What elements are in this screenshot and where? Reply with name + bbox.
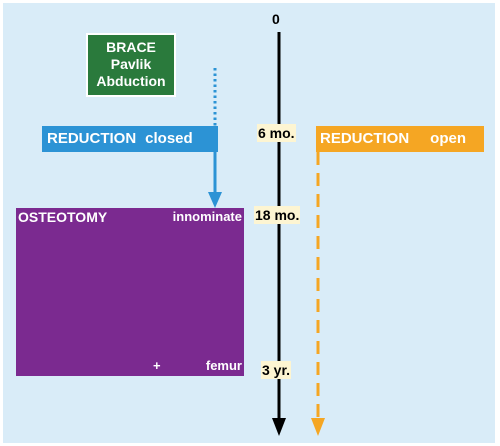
brace-line-2: Pavlik: [110, 56, 152, 72]
closed-reduction-arrowhead: [208, 192, 222, 208]
timeline-tick-3yr: 3 yr.: [261, 361, 292, 379]
timeline-arrowhead: [272, 418, 286, 436]
reduction-open-banner: REDUCTION open: [316, 126, 484, 152]
osteotomy-box: OSTEOTOMY innominate + femur: [16, 208, 244, 376]
timeline-tick-6mo: 6 mo.: [257, 124, 296, 142]
osteotomy-plus: +: [153, 358, 161, 373]
reduction-closed-label: REDUCTION: [47, 130, 137, 147]
reduction-open-qualifier: open: [430, 130, 467, 147]
brace-box: BRACE Pavlik Abduction: [86, 33, 176, 97]
osteotomy-site-innominate: innominate: [172, 209, 242, 224]
brace-line-3: Abduction: [96, 73, 166, 89]
timeline-tick-18mo: 18 mo.: [254, 206, 301, 224]
brace-line-1: BRACE: [106, 39, 156, 55]
reduction-closed-banner: REDUCTION closed: [42, 126, 218, 152]
osteotomy-site-femur: femur: [205, 358, 242, 373]
timeline-tick-0: 0: [272, 11, 280, 27]
reduction-open-label: REDUCTION: [320, 130, 410, 147]
open-reduction-arrowhead: [311, 418, 325, 436]
reduction-closed-qualifier: closed: [145, 130, 193, 147]
osteotomy-label: OSTEOTOMY: [18, 209, 108, 225]
